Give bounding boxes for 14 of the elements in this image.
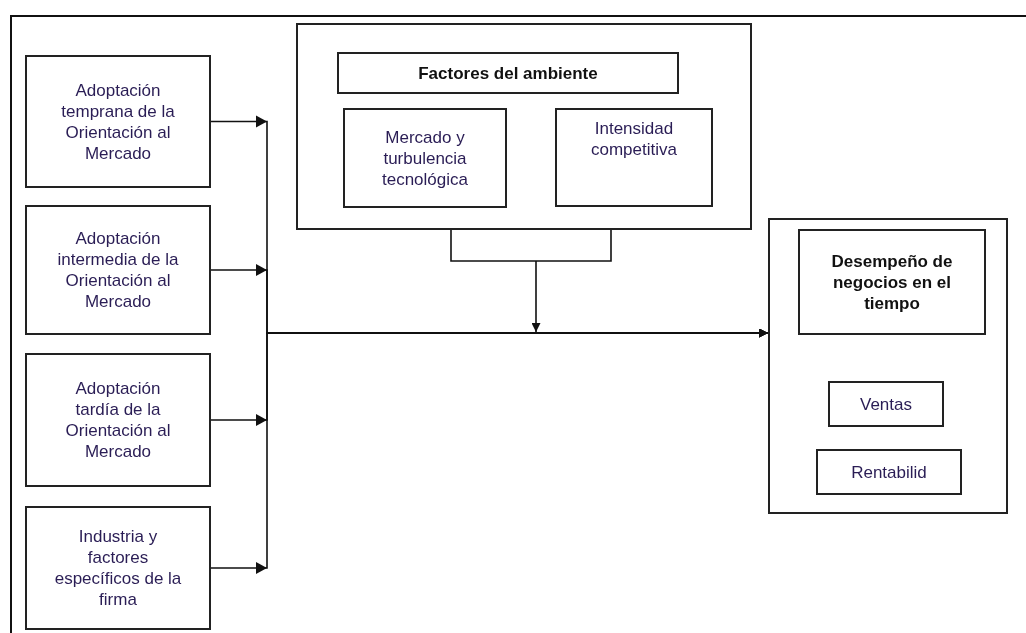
text-box: Rentabilid — [816, 449, 962, 495]
arrow — [210, 328, 769, 574]
text-box: Adoptación intermedia de la Orientación al Mercado — [25, 205, 211, 335]
group-box — [296, 23, 752, 230]
text-box: Factores del ambiente — [337, 52, 679, 94]
text-box: Adoptación temprana de la Orientación al Mercado — [25, 55, 211, 188]
text-box: Industria y factores específicos de la firma — [25, 506, 211, 630]
arrow — [450, 229, 612, 333]
text-box: Ventas — [828, 381, 944, 427]
group-box — [768, 218, 1008, 514]
text-box: Intensidad competitiva — [555, 108, 713, 207]
text-box: Mercado y turbulencia tecnológica — [343, 108, 507, 208]
text-box: Desempeño de negocios en el tiempo — [798, 229, 986, 335]
text-box: Adoptación tardía de la Orientación al Mercado — [25, 353, 211, 487]
